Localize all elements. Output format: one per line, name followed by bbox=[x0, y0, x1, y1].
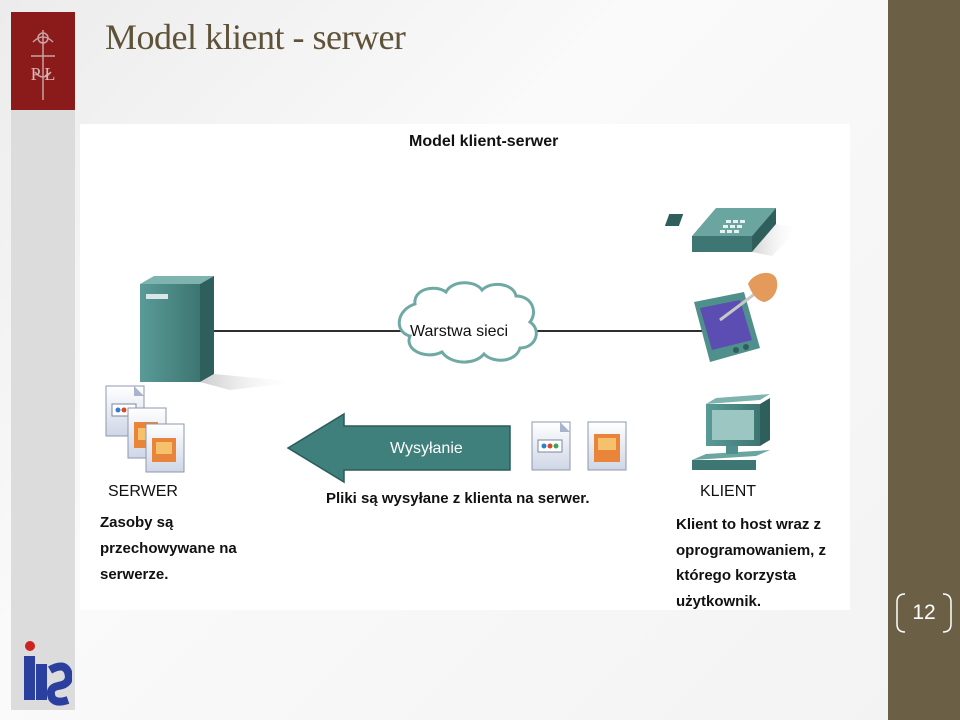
diagram-graphics bbox=[105, 208, 800, 484]
diagram-title: Model klient-serwer bbox=[409, 133, 559, 150]
university-logo: P Ł bbox=[11, 12, 75, 110]
slide-title: Model klient - serwer bbox=[105, 17, 406, 57]
upload-caption: Pliki są wysyłane z klienta na serwer. bbox=[326, 490, 590, 507]
network-layer-label: Warstwa sieci bbox=[410, 323, 509, 340]
university-logo-emblem: P Ł bbox=[31, 30, 56, 100]
client-computer-icon bbox=[692, 394, 770, 470]
right-accent-band bbox=[888, 0, 960, 720]
server-documents-icon bbox=[105, 385, 185, 473]
client-description: Klient to host wraz z oprogramowaniem, z… bbox=[676, 516, 827, 610]
pda-tablet-icon bbox=[694, 272, 778, 362]
server-icon bbox=[140, 276, 300, 390]
university-logo-letters: P Ł bbox=[31, 64, 56, 84]
left-decor-strip bbox=[11, 110, 75, 710]
page-number-brackets bbox=[896, 593, 952, 633]
network-cloud-icon bbox=[397, 281, 538, 364]
server-heading: SERWER bbox=[108, 483, 178, 500]
institute-logo bbox=[14, 640, 73, 706]
client-heading: KLIENT bbox=[700, 483, 757, 500]
upload-arrow bbox=[286, 412, 511, 484]
client-server-diagram: Model klient-serwer Warstwa sieci Wysyła… bbox=[80, 124, 850, 610]
server-description: Zasoby są przechowywane na serwerze. bbox=[100, 514, 237, 583]
client-documents-icon bbox=[531, 421, 627, 471]
upload-arrow-label: Wysyłanie bbox=[390, 440, 463, 457]
page-number: 12 bbox=[912, 601, 936, 624]
page-number-badge: 12 bbox=[893, 590, 955, 636]
institute-logo-mark bbox=[24, 641, 73, 706]
ip-phone-icon bbox=[664, 208, 800, 256]
